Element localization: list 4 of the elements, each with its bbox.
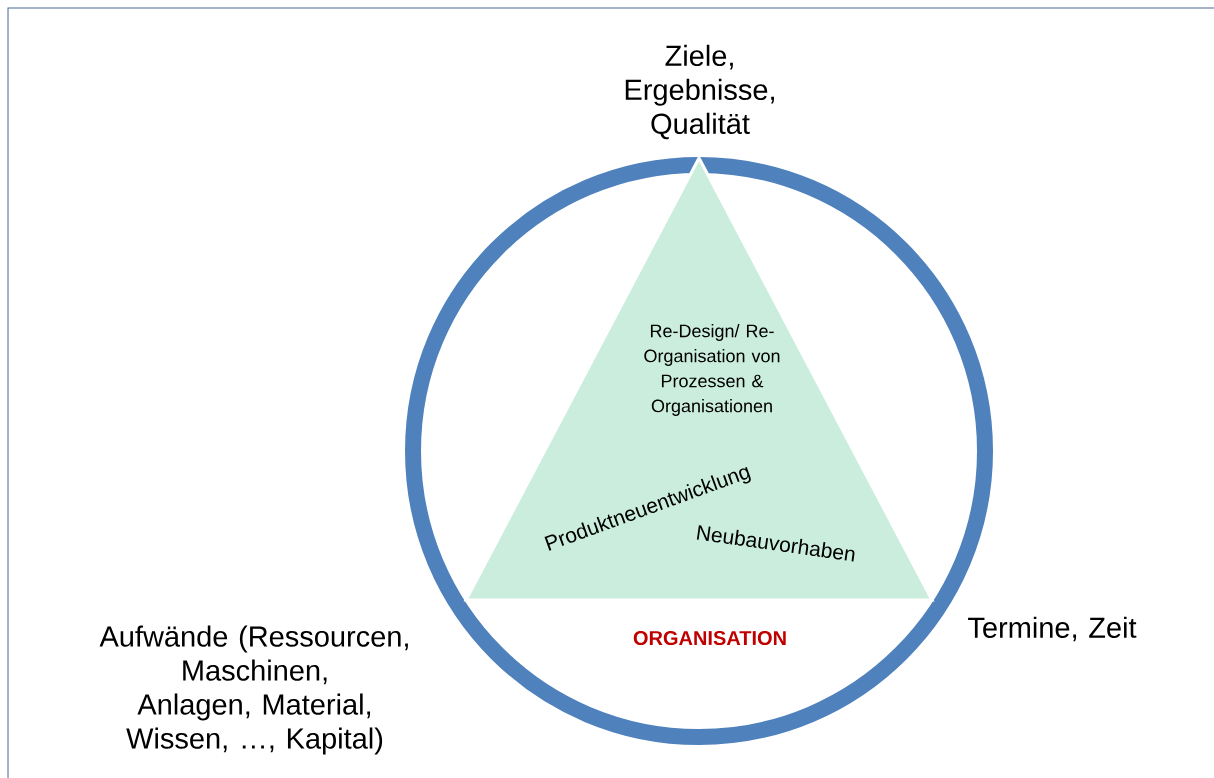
corner-label: Termine, Zeit <box>968 616 1137 642</box>
triangle-text: Re-Design/ Re-Organisation von Prozessen & Organisationen <box>644 324 780 416</box>
corner-label: Aufwände (Ressourcen, Maschinen, Anlagen, Material, Wissen, …, Kapital) <box>99 625 408 755</box>
ring-label: ORGANISATION <box>633 630 786 646</box>
